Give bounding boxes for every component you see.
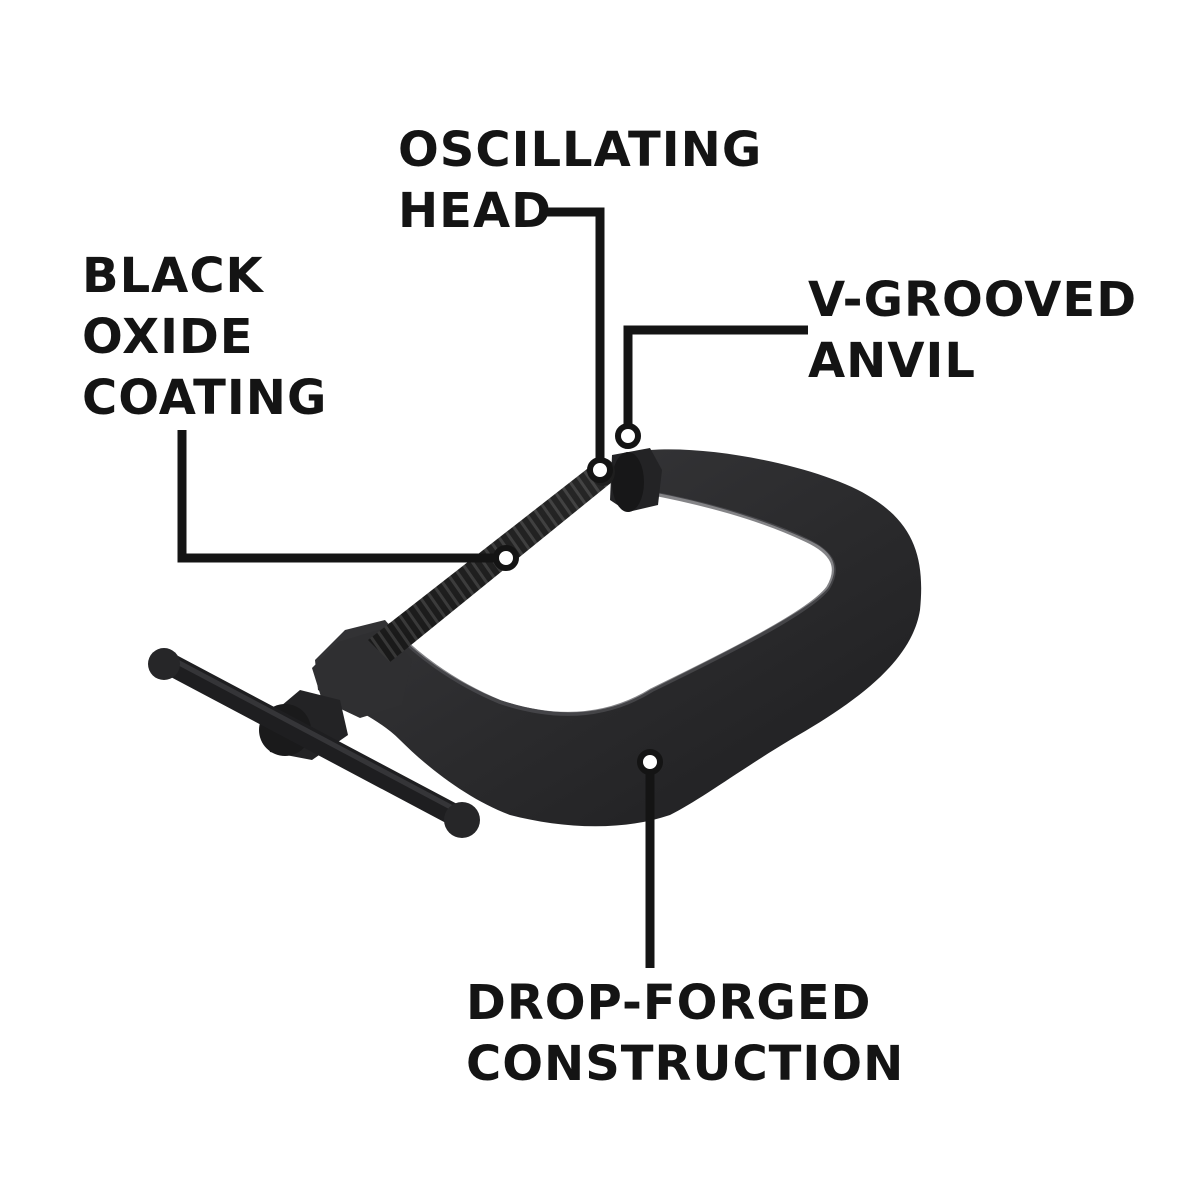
- clamp-frame-body: [315, 449, 922, 827]
- callout-v-grooved-anvil-line1: V-GROOVED: [808, 272, 1138, 328]
- endpoint-oscillating-head: [587, 457, 613, 483]
- leader-v-grooved-anvil: [623, 325, 808, 436]
- callout-oscillating-head: OSCILLATING HEAD: [398, 120, 762, 242]
- callout-drop-forged-line2: CONSTRUCTION: [466, 1036, 905, 1092]
- t-handle-end-left: [148, 648, 180, 680]
- endpoint-black-oxide: [493, 545, 519, 571]
- callout-black-oxide-line3: COATING: [82, 370, 328, 426]
- callout-oscillating-head-line2: HEAD: [398, 183, 552, 239]
- leader-black-oxide: [177, 430, 505, 563]
- endpoint-v-grooved-anvil: [615, 423, 641, 449]
- leader-lines: [177, 207, 808, 968]
- callout-black-oxide-line2: OXIDE: [82, 309, 254, 365]
- callout-v-grooved-anvil: V-GROOVED ANVIL: [808, 270, 1137, 392]
- callout-drop-forged-line1: DROP-FORGED: [466, 975, 872, 1031]
- t-handle: [148, 648, 480, 838]
- leader-endpoints: [493, 423, 663, 775]
- anvil-face: [612, 452, 644, 512]
- callout-oscillating-head-line1: OSCILLATING: [398, 122, 763, 178]
- callout-drop-forged-construction: DROP-FORGED CONSTRUCTION: [466, 973, 904, 1095]
- clamp-frame: [312, 448, 922, 827]
- leader-oscillating-head: [544, 207, 605, 468]
- callout-black-oxide-line1: BLACK: [82, 248, 264, 304]
- callout-black-oxide-coating: BLACK OXIDE COATING: [82, 246, 327, 429]
- callout-v-grooved-anvil-line2: ANVIL: [808, 333, 976, 389]
- clamp-frame-highlight: [386, 490, 836, 716]
- t-handle-end-right: [444, 802, 480, 838]
- endpoint-drop-forged: [637, 749, 663, 775]
